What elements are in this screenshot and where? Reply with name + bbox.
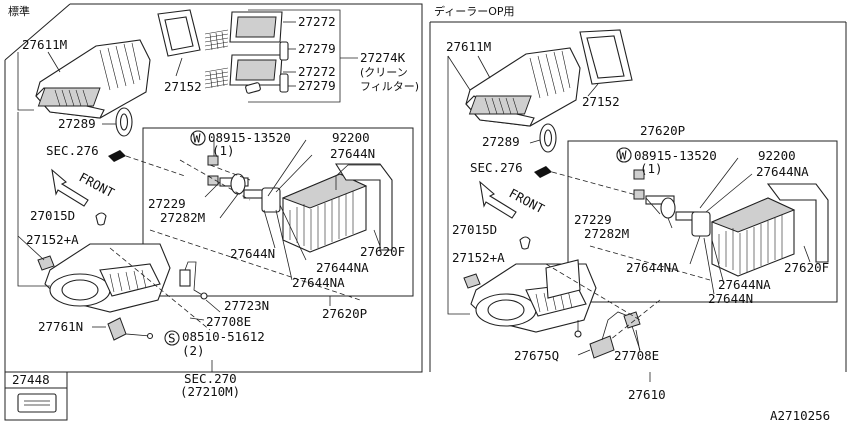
label-27644NA-top-right: 27644NA (756, 164, 809, 179)
diagram-code: A2710256 (770, 408, 830, 423)
label-27282M: 27282M (160, 210, 205, 225)
label-27289: 27289 (58, 116, 96, 131)
label-front: FRONT (77, 169, 118, 200)
washer-symbol-right (616, 147, 632, 163)
label-27620F-right: 27620F (784, 260, 829, 275)
clip-27015D-right (519, 236, 531, 250)
seal-frame-27152-right (579, 29, 633, 85)
label-27675Q-right: 27675Q (514, 348, 559, 363)
label-27282M-right: 27282M (584, 226, 629, 241)
module-27675Q (574, 311, 629, 359)
clip-27015D (95, 212, 107, 226)
label-clean-filter-1: (クリーン (360, 66, 408, 79)
label-27620P-right: 27620P (640, 123, 685, 138)
label-27229-right: 27229 (574, 212, 612, 227)
front-arrow-right (479, 180, 517, 219)
label-sec270: SEC.270 (184, 371, 237, 386)
label-27152-right: 27152 (582, 94, 620, 109)
washer-symbol-left (190, 130, 206, 146)
harness-27723N (179, 261, 208, 300)
label-27644NA-low-right: 27644NA (718, 277, 771, 292)
label-27644NA-2: 27644NA (292, 275, 345, 290)
grommet-27289-right (539, 123, 557, 153)
label-sec276: SEC.276 (46, 143, 99, 158)
label-27279-b: 27279 (298, 78, 336, 93)
label-27644N-right: 27644N (708, 291, 753, 306)
label-27644N-mid: 27644N (230, 246, 275, 261)
sec276-arrow-right (534, 166, 641, 197)
screw-symbol (164, 330, 180, 346)
right-panel-header: ディーラーOP用 (434, 4, 515, 18)
grommet-27289 (102, 107, 133, 137)
intake-case-27611M (35, 39, 151, 119)
label-27620F: 27620F (360, 244, 405, 259)
intake-case-27611M-right (465, 47, 581, 127)
label-27644NA-mid-right: 27644NA (626, 260, 679, 275)
label-92200-right: 92200 (758, 148, 796, 163)
label-bolt-w-right: 08915-13520 (634, 148, 717, 163)
label-27723N: 27723N (224, 298, 269, 313)
clean-filter-set (204, 11, 296, 94)
label-sec276-right: SEC.276 (470, 160, 523, 175)
left-panel-frame (4, 3, 423, 373)
front-arrow (51, 168, 89, 207)
label-27015D: 27015D (30, 208, 75, 223)
lower-case-right (463, 259, 597, 333)
part-box-27448: 27448 (4, 371, 68, 421)
sec276-arrow (108, 150, 186, 177)
label-screw-s-qty: (2) (182, 343, 205, 358)
label-bolt-w-qty-right: (1) (640, 161, 663, 176)
label-92200: 92200 (332, 130, 370, 145)
leader-lines-right (447, 55, 811, 382)
label-27761N: 27761N (38, 319, 83, 334)
label-27644N-top: 27644N (330, 146, 375, 161)
leader-lines-left (17, 51, 381, 372)
label-screw-s: 08510-51612 (182, 329, 265, 344)
evaporator-subassembly-box (142, 127, 414, 297)
evaporator-core-left (281, 163, 393, 253)
evaporator-subassembly-box-right (567, 140, 838, 303)
left-panel: 標準 (4, 3, 423, 399)
label-27272-a: 27272 (298, 14, 336, 29)
label-27610-right: 27610 (628, 387, 666, 402)
label-27289-right: 27289 (482, 134, 520, 149)
label-27015D-right: 27015D (452, 222, 497, 237)
washer-symbol-letter-right: W (619, 148, 627, 163)
seal-frame-27152 (157, 9, 201, 57)
screw-symbol-letter: S (168, 331, 176, 346)
label-27620P: 27620P (322, 306, 367, 321)
label-27708E: 27708E (206, 314, 251, 329)
label-27644NA-1: 27644NA (316, 260, 369, 275)
washer-symbol-letter: W (193, 131, 201, 146)
evaporator-core-right (710, 183, 829, 277)
label-bolt-w: 08915-13520 (208, 130, 291, 145)
label-27152A: 27152+A (26, 232, 79, 247)
label-27152: 27152 (164, 79, 202, 94)
right-panel: ディーラーOP用 (429, 4, 847, 402)
label-bolt-w-qty: (1) (212, 143, 235, 158)
label-27448: 27448 (12, 372, 50, 387)
actuator-27761N (92, 317, 154, 341)
lower-case-left (17, 235, 171, 313)
left-panel-header: 標準 (8, 4, 30, 18)
label-27229: 27229 (148, 196, 186, 211)
label-27272-b: 27272 (298, 64, 336, 79)
label-sec270-sub: (27210M) (180, 384, 240, 399)
label-27152A-right: 27152+A (452, 250, 505, 265)
label-27611M-right: 27611M (446, 39, 491, 54)
label-27611M: 27611M (22, 37, 67, 52)
label-clean-filter-2: フィルター) (360, 80, 419, 93)
label-27279-a: 27279 (298, 41, 336, 56)
label-27708E-right: 27708E (614, 348, 659, 363)
label-27274K: 27274K (360, 50, 406, 65)
